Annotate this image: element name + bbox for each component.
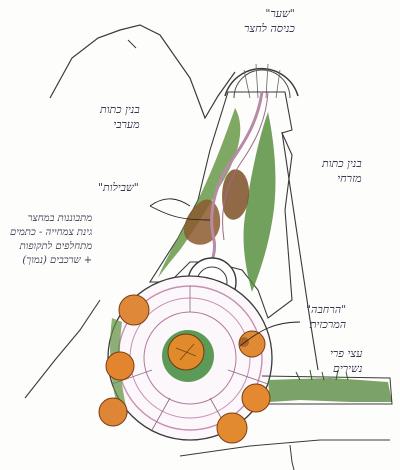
gate-arch-hatch [243, 63, 281, 99]
plaza-radial-lines [111, 286, 269, 431]
fruit-tree [105, 351, 135, 381]
edge-line-bottom [179, 439, 390, 457]
square-label-line-1: "הרחבה" [306, 303, 347, 316]
brown-bed-2 [222, 169, 250, 220]
trees-label: עצי פרי נשירים [330, 346, 362, 376]
west-building-line-2: מערבי [113, 118, 140, 131]
green-planting-west [158, 108, 241, 278]
garden-note-line-3: מתחלפים לתקופות [19, 241, 93, 252]
edge-line-right [289, 444, 295, 470]
gate-arch [224, 67, 299, 97]
sketch-tick [127, 39, 137, 49]
gate-label-line-2: כניסה לחצר [244, 22, 295, 35]
square-label: "הרחבה" המרכזית [306, 302, 346, 332]
winding-path-edge [222, 91, 269, 241]
east-building-label: בנין כתות מזרחי [322, 156, 362, 186]
garden-note-line-2: גינת צמחייה - כתמים [10, 227, 93, 238]
leader-paths [149, 198, 211, 221]
fruit-tree [216, 412, 248, 444]
gate-arch-inner [233, 69, 291, 99]
green-planting-east [243, 112, 276, 292]
fruit-tree [118, 294, 150, 326]
paths-label: "שבילות" [98, 180, 139, 195]
garden-note-line-4: + שרכבים (נמוך) [22, 255, 93, 266]
gate-label: "שער" כניסה לחצר [244, 6, 295, 36]
west-building-outline [49, 24, 236, 120]
trees-label-line-2: נשירים [333, 362, 363, 375]
garden-notes: מתבוננות במחצר גינת צמחייה - כתמים מתחלפ… [10, 212, 92, 268]
west-building-line-1: בנין כתות [100, 103, 140, 116]
lower-green-strip [268, 378, 392, 402]
west-building-label: בנין כתות מערבי [100, 102, 140, 132]
west-building-lower-edge [24, 299, 101, 399]
gate-label-line-1: "שער" [265, 7, 295, 20]
fruit-tree [98, 397, 128, 427]
winding-path [206, 91, 264, 269]
square-label-line-2: המרכזית [309, 318, 347, 331]
leader-square [239, 321, 301, 347]
east-building-line-2: מזרחי [337, 172, 362, 185]
plaza-center-tree-detail [175, 343, 197, 361]
grass-hatch [295, 369, 349, 381]
paths-label-line-1: "שבילות" [98, 181, 139, 194]
garden-note-line-1: מתבוננות במחצר [27, 213, 93, 224]
east-building-outline [281, 131, 319, 371]
lower-green-outline [261, 375, 393, 405]
trees-label-line-1: עצי פרי [330, 347, 363, 360]
fruit-tree [241, 383, 271, 413]
east-building-line-1: בנין כתות [322, 157, 362, 170]
